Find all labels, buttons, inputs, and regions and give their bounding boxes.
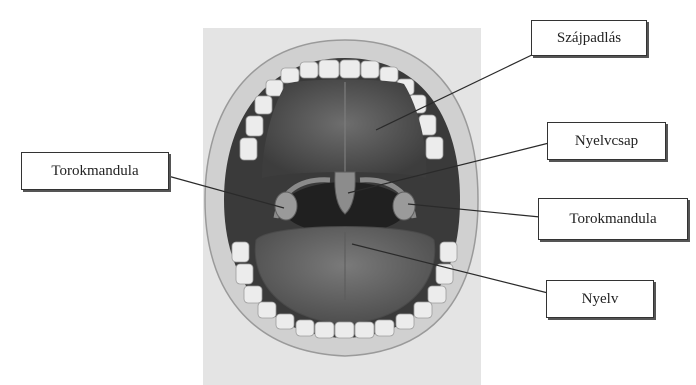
label-nyelvcsap-text: Nyelvcsap [575,133,638,150]
label-torokmandula-left: Torokmandula [21,152,169,190]
tonsil-right [393,192,415,220]
label-torokmandula-right: Torokmandula [538,198,688,240]
label-torokmandula-left-text: Torokmandula [51,163,138,180]
label-szajpadlas-text: Szájpadlás [557,30,621,47]
label-nyelv: Nyelv [546,280,654,318]
label-nyelv-text: Nyelv [582,291,619,308]
label-torokmandula-right-text: Torokmandula [569,211,656,228]
label-szajpadlas: Szájpadlás [531,20,647,56]
palate [262,80,426,179]
label-nyelvcsap: Nyelvcsap [547,122,666,160]
